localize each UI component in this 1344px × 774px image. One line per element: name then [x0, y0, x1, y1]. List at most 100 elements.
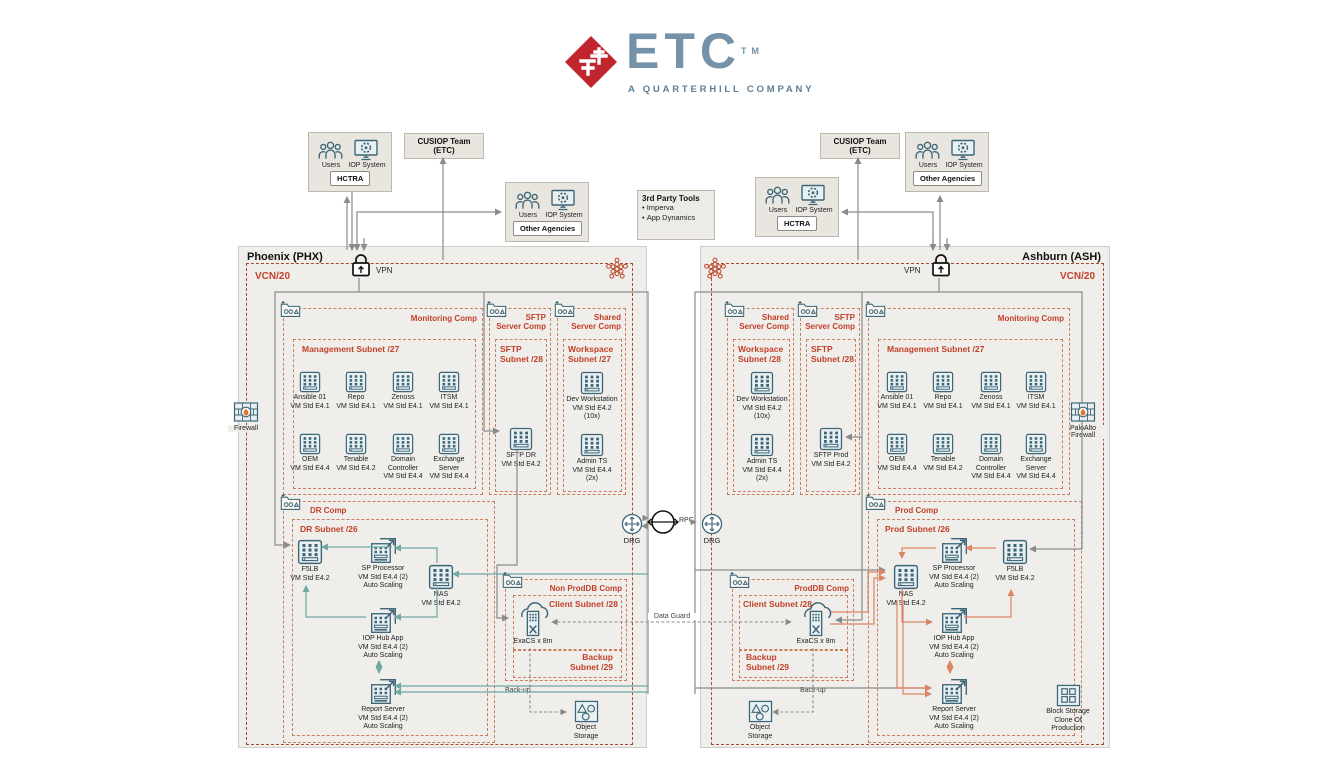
- vpn-lock-icon: [350, 252, 372, 278]
- compartment-icon: [729, 571, 750, 589]
- vm-icon: [428, 564, 454, 590]
- users-icon: [764, 185, 791, 205]
- drg-label: DRG: [703, 536, 721, 545]
- etc-logo-text: ETCTM: [626, 23, 764, 79]
- hctra-chip: HCTRA: [777, 216, 818, 231]
- vm-icon: [438, 433, 460, 455]
- hctra-users-box-right: Users IOP System HCTRA: [755, 177, 839, 237]
- iop-system-icon: [800, 184, 826, 206]
- vm-icon: [1025, 433, 1047, 455]
- rpc-label: RPC: [679, 517, 694, 524]
- iop-system-icon: [550, 189, 576, 211]
- backup-label: Back-up: [505, 687, 531, 694]
- compartment-icon: [554, 300, 575, 318]
- users-label: Users: [321, 162, 341, 169]
- compartment-icon: [865, 493, 886, 511]
- compartment-icon: [280, 300, 301, 318]
- other-agencies-chip: Other Agencies: [913, 171, 983, 186]
- data-guard-label: Data Guard: [648, 613, 696, 620]
- vm-icon: [297, 539, 323, 565]
- network-icon: [603, 255, 631, 283]
- object-storage-icon: [574, 700, 599, 723]
- vm-icon: [438, 371, 460, 393]
- etc-logo-tm: TM: [741, 46, 764, 56]
- vm-icon: [750, 371, 774, 395]
- hctra-users-box-left: Users IOP System HCTRA: [308, 132, 392, 192]
- users-icon: [317, 140, 344, 160]
- phx-management-subnet-label: Management Subnet /27: [302, 344, 400, 354]
- hctra-chip: HCTRA: [330, 171, 371, 186]
- vm-icon: [299, 371, 321, 393]
- vm-autoscale-icon: [941, 607, 968, 634]
- phx-nonprod-comp: Non ProdDB Comp Client Subnet /28 Backup…: [505, 579, 627, 681]
- vm-autoscale-icon: [941, 678, 968, 705]
- vm-icon: [345, 433, 367, 455]
- phx-nonprod-comp-label: Non ProdDB Comp: [549, 584, 622, 593]
- third-party-item: • App Dynamics: [642, 213, 696, 222]
- phoenix-vcn-label: VCN/20: [255, 271, 291, 282]
- cusiop-team-label-left: CUSIOP Team (ETC): [404, 133, 484, 159]
- network-icon: [701, 255, 729, 283]
- vpn-lock-icon: [930, 252, 952, 278]
- vm-icon: [299, 433, 321, 455]
- exacs-node: ExaCS x 8m: [503, 599, 563, 647]
- object-storage-icon: [748, 700, 773, 723]
- vm-icon: [886, 371, 908, 393]
- exacs-node: ExaCS x 8m: [786, 599, 846, 647]
- ashburn-vcn-label: VCN/20: [1059, 271, 1095, 282]
- etc-logo-diamond-icon: [565, 36, 617, 88]
- backup-label: Back-up: [800, 687, 826, 694]
- iop-system-label: IOP System: [545, 212, 583, 219]
- phx-monitoring-comp: Monitoring Comp Management Subnet /27 An…: [283, 308, 483, 495]
- vm-icon: [932, 371, 954, 393]
- phx-dr-subnet-label: DR Subnet /26: [300, 524, 358, 534]
- iop-system-icon: [353, 139, 379, 161]
- vm-autoscale-icon: [941, 537, 968, 564]
- compartment-icon: [797, 300, 818, 318]
- compartment-icon: [724, 300, 745, 318]
- etc-logo: ETCTM A QUARTERHILL COMPANY: [560, 26, 820, 100]
- paloalto-firewall-icon: [1070, 400, 1096, 424]
- rpc-icon: [646, 508, 680, 536]
- drg-icon: [701, 513, 723, 535]
- third-party-tools-box: 3rd Party Tools • Imperva • App Dynamics: [637, 190, 715, 240]
- other-agencies-chip: Other Agencies: [513, 221, 583, 236]
- users-icon: [514, 190, 541, 210]
